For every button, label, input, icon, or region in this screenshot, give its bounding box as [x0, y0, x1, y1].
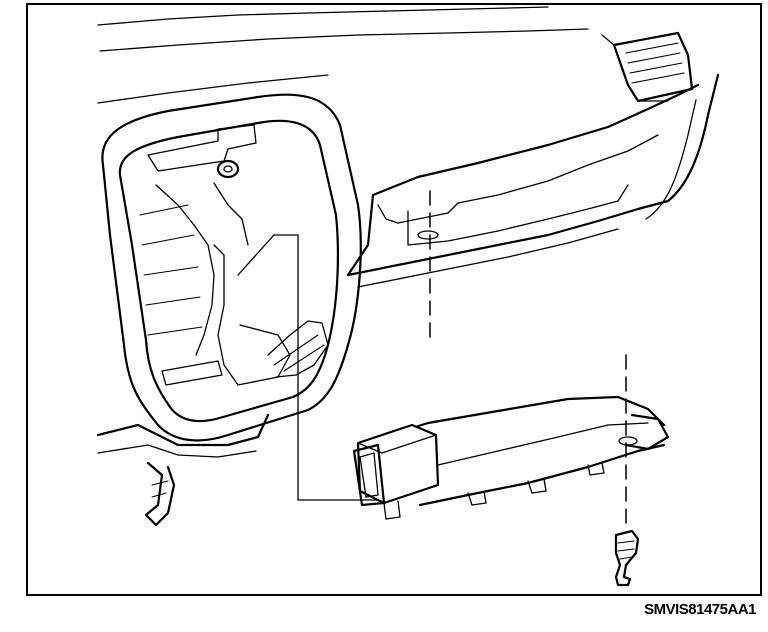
inner-panel-rib-1: [139, 204, 189, 216]
side-vent-housing: [612, 31, 694, 103]
inner-bracket-upper: [147, 124, 257, 172]
glovebox-recess: [407, 184, 629, 246]
side-vent-louver-2: [627, 52, 681, 64]
inner-duct: [267, 320, 329, 378]
lower-cover-end-cap: [624, 413, 670, 451]
inner-duct-shade-2: [283, 344, 325, 372]
diagram-frame: [26, 3, 762, 596]
inner-bolt-hole: [223, 165, 233, 173]
lower-cover-tab-1: [467, 490, 487, 506]
dash-far-right-inner: [645, 99, 697, 220]
inner-side-wall: [213, 244, 291, 386]
dash-right-lower-contour: [357, 228, 619, 288]
inner-panel-rib-3: [143, 266, 199, 276]
dash-pad-lower-contour: [97, 74, 329, 104]
lower-left-support-outer: [96, 413, 270, 447]
side-vent-louver-1: [625, 42, 679, 54]
fastener-screw-thread: [617, 540, 635, 560]
side-vent-trim: [601, 34, 669, 102]
inner-panel-rib-5: [147, 326, 203, 336]
figure-code: SMVIS81475AA1: [644, 601, 756, 618]
dash-right-upper-edge: [371, 83, 700, 197]
inner-panel-rib-4: [145, 296, 201, 306]
dash-right-mid-contour: [377, 134, 659, 224]
side-vent-louver-3: [629, 62, 683, 74]
side-vent-louver-4: [631, 72, 685, 84]
leader-line-cluster: [273, 234, 389, 501]
lower-left-clip: [144, 461, 176, 527]
lower-cover-tab-3: [587, 462, 605, 476]
dash-right-lower-edge: [346, 199, 670, 277]
cluster-hood-outer: [101, 93, 362, 442]
dash-pad-top-edge: [97, 6, 549, 26]
lower-cover-tab-2: [527, 478, 547, 494]
inner-duct-shade-1: [273, 334, 319, 366]
duct-connector-top: [357, 424, 437, 454]
duct-connector-face-inner: [359, 452, 379, 498]
dash-far-right-edge: [666, 73, 720, 203]
lower-left-support-inner: [97, 444, 257, 458]
dash-screw-hole-lower: [618, 436, 638, 446]
inner-lower-bracket: [161, 360, 223, 386]
leader-line-cluster-top: [237, 234, 275, 276]
instrument-panel-illustration: [96, 6, 720, 587]
lower-cover-mid-contour: [437, 422, 649, 466]
duct-connector-foot: [383, 500, 401, 520]
duct-connector-box: [356, 423, 440, 505]
inner-panel-rib-2: [141, 234, 195, 246]
inner-harness: [213, 182, 249, 246]
inner-panel-slope: [155, 184, 215, 356]
lower-cover-bottom-edge: [418, 443, 666, 507]
dash-screw-hole-upper: [417, 230, 439, 240]
cluster-opening-inner: [118, 119, 340, 423]
dash-right-face: [346, 193, 375, 277]
inner-bolt-head: [216, 159, 240, 179]
lower-cover-top-edge: [356, 395, 666, 447]
lower-left-clip-detail: [151, 480, 169, 498]
dash-pad-upper-contour: [99, 28, 589, 52]
